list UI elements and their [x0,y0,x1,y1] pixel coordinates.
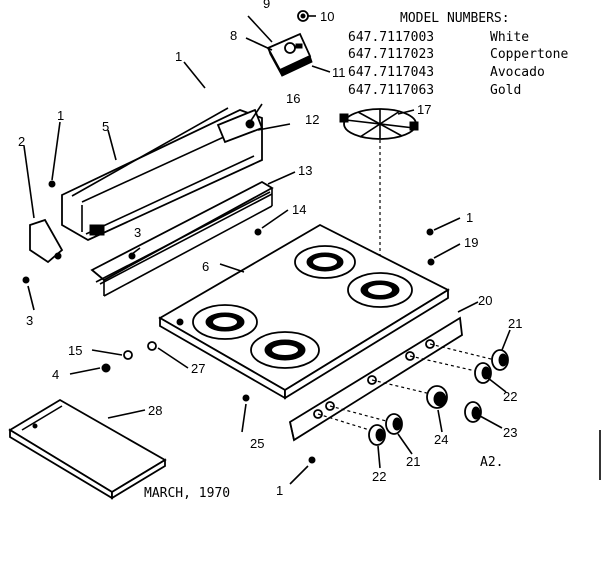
callout-8: 8 [230,28,237,43]
cooktop-surface [158,223,450,400]
callout-1-bottom: 1 [276,483,283,498]
callout-13: 13 [298,163,312,178]
model-numbers-title: MODEL NUMBERS: [400,11,510,26]
callout-21-left: 21 [406,454,420,469]
callout-1-left: 1 [57,108,64,123]
callout-9: 9 [263,0,270,11]
model-color-3: Avocado [490,65,545,80]
reflector-pan [339,108,419,140]
control-panel [288,316,496,442]
knob-22-left [368,424,386,446]
diagram-date: MARCH, 1970 [144,486,230,501]
knob-part-10 [297,10,309,22]
knob-23 [464,401,482,423]
callout-1-right: 1 [466,210,473,225]
callout-24: 24 [434,432,448,447]
callout-25: 25 [250,436,264,451]
drip-tray [8,398,167,500]
knob-22-right [474,362,492,384]
callout-21-right: 21 [508,316,522,331]
callout-16: 16 [286,91,300,106]
callout-14: 14 [292,202,306,217]
model-number-3: 647.7117043 [348,65,434,80]
callout-23: 23 [503,425,517,440]
callout-28: 28 [148,403,162,418]
model-color-4: Gold [490,83,521,98]
callout-5: 5 [102,119,109,134]
model-number-2: 647.7117023 [348,47,434,62]
callout-2: 2 [18,134,25,149]
model-number-1: 647.7117003 [348,30,434,45]
model-color-2: Coppertone [490,47,568,62]
fasteners [22,180,435,464]
leader-lines [23,15,511,485]
model-number-4: 647.7117063 [348,83,434,98]
model-color-1: White [490,30,529,45]
callout-20: 20 [478,293,492,308]
callout-3-mid: 3 [134,225,141,240]
callout-17: 17 [417,102,431,117]
callout-22-left: 22 [372,469,386,484]
backguard-panel [61,107,264,242]
callout-19: 19 [464,235,478,250]
page-code: A2. [480,455,503,470]
callout-1-top: 1 [175,49,182,64]
callout-12: 12 [305,112,319,127]
callout-10: 10 [320,9,334,24]
side-bracket [29,218,64,264]
callout-11: 11 [332,65,346,80]
callout-3-left: 3 [26,313,33,328]
callout-6: 6 [202,259,209,274]
callout-15: 15 [68,343,82,358]
callout-4: 4 [52,367,59,382]
knob-24 [426,385,448,409]
trim-rail [90,180,274,297]
knob-21-left [385,413,403,435]
callout-22-right: 22 [503,389,517,404]
switch-assembly [266,32,313,77]
callout-labels: 9 10 8 11 1 16 12 17 1 5 2 13 14 1 3 19 … [18,0,522,498]
callout-27: 27 [191,361,205,376]
knob-21-right [491,349,509,371]
model-numbers-block: MODEL NUMBERS: 647.7117003 White 647.711… [348,11,568,98]
